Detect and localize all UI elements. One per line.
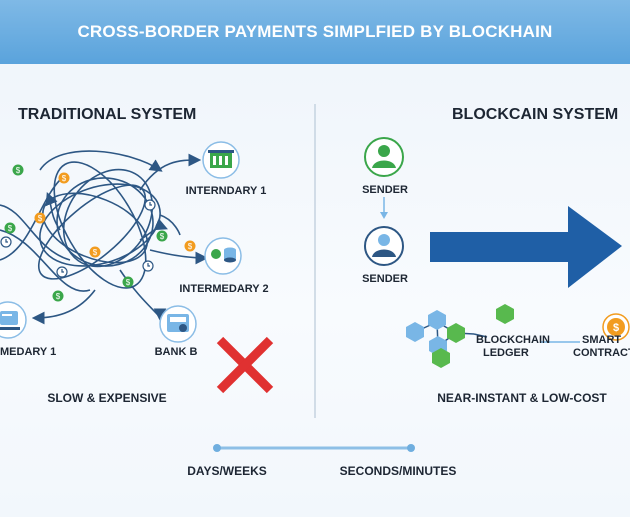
svg-text:$: $ (126, 278, 131, 287)
svg-text:$: $ (160, 232, 165, 241)
intermediary-icon (204, 237, 242, 275)
user-icon (364, 137, 404, 177)
timeline-bar (213, 444, 415, 452)
svg-text:$: $ (38, 214, 43, 223)
traditional-heading: TRADITIONAL SYSTEM (18, 106, 197, 123)
tangled-payment-paths (0, 150, 209, 325)
blockchain-caption: NEAR-INSTANT & LOW-COST (437, 391, 607, 405)
intermediary-2-label: INTERMEDARY 2 (179, 283, 269, 295)
svg-text:$: $ (93, 248, 98, 257)
sender-top-label: SENDER (362, 184, 408, 196)
timeline-right-label: SECONDS/MINUTES (339, 464, 457, 478)
bank-icon (202, 141, 240, 179)
user-icon (364, 226, 404, 266)
svg-text:$: $ (56, 292, 61, 301)
smart-contract-coin-icon: $ (602, 313, 630, 341)
blockchain-heading: BLOCKCAIN SYSTEM (452, 106, 619, 123)
timeline-left-label: DAYS/WEEKS (187, 464, 267, 478)
contract-label-line1: SMART (582, 334, 622, 346)
svg-text:$: $ (8, 224, 13, 233)
dollar-coin-icon: $ $ $ $ $ $ $ $ $ (4, 164, 196, 302)
arrow-down-icon (380, 197, 388, 219)
arrow-right-icon (430, 206, 622, 288)
clock-icon (0, 199, 156, 278)
intermediary-left-label: MEDARY 1 (0, 346, 57, 358)
svg-text:$: $ (62, 174, 67, 183)
ledger-label-line2: LEDGER (483, 347, 529, 359)
traditional-caption: SLOW & EXPENSIVE (47, 391, 167, 405)
ledger-label-line1: BLOCKCHAIN (476, 334, 550, 346)
bank-b-icon (159, 305, 197, 343)
title-banner: CROSS-BORDER PAYMENTS SIMPLFIED BY BLOCK… (0, 0, 630, 64)
x-mark-icon (216, 336, 274, 394)
page-title: CROSS-BORDER PAYMENTS SIMPLFIED BY BLOCK… (77, 22, 553, 41)
hexagon-network-icon (406, 304, 514, 368)
contract-label-line2: CONTRACT (573, 347, 630, 359)
intermediary-left-icon (0, 301, 27, 339)
svg-text:$: $ (613, 322, 619, 334)
sender-bottom-label: SENDER (362, 273, 408, 285)
bank-b-label: BANK B (154, 346, 198, 358)
intermediary-1-label: INTERNDARY 1 (185, 185, 267, 197)
svg-text:$: $ (16, 166, 21, 175)
svg-text:$: $ (188, 242, 193, 251)
